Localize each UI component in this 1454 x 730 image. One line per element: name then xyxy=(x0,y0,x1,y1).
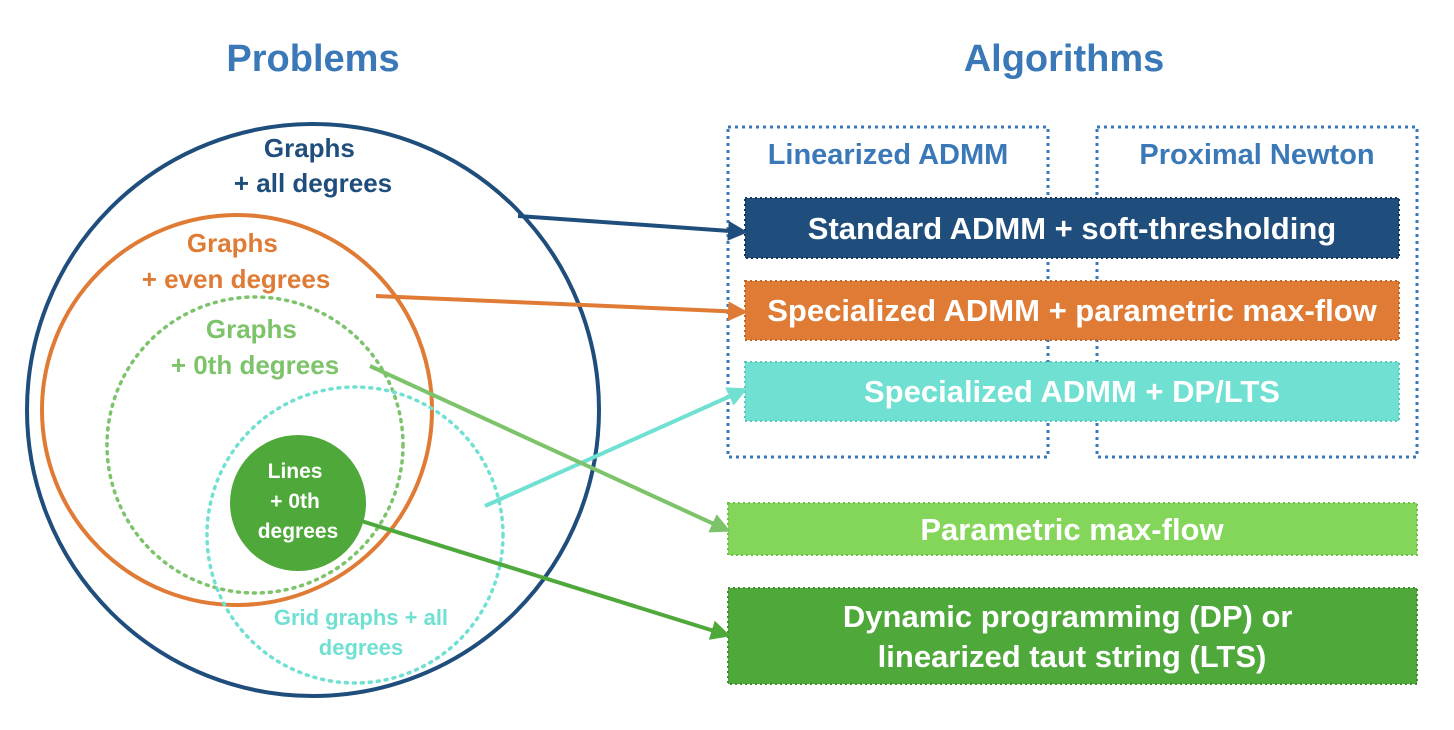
graphs-0th-degrees-label: Graphs + 0th degrees xyxy=(171,314,339,380)
graphs-0th-degrees-set xyxy=(105,295,405,595)
linearized-admm-label: Linearized ADMM xyxy=(768,139,1009,171)
arrow-graphs-all-to-standard-admm xyxy=(517,214,748,241)
graphs-all-degrees-label: Graphs + all degrees xyxy=(234,133,392,198)
problems-header: Problems xyxy=(226,38,399,80)
arrow-grid-to-specialized-dp-lts xyxy=(484,387,748,508)
lines-0th-degrees-label: Lines + 0th degrees xyxy=(258,460,339,543)
dp-lts-box xyxy=(727,587,1418,685)
grid-graphs-all-degrees-set xyxy=(205,385,505,685)
proximal-newton-label: Proximal Newton xyxy=(1139,139,1374,171)
graphs-even-degrees-label: Graphs + even degrees xyxy=(142,228,331,294)
arrow-lines-0th-to-dp-lts xyxy=(354,517,731,640)
lines-0th-degrees-set xyxy=(230,435,366,571)
arrow-graphs-even-to-specialized-maxflow xyxy=(375,294,748,322)
specialized-admm-maxflow-label: Specialized ADMM + parametric max-flow xyxy=(767,293,1377,328)
specialized-admm-dp-lts-label: Specialized ADMM + DP/LTS xyxy=(864,374,1280,409)
algorithms-header: Algorithms xyxy=(964,38,1165,80)
specialized-admm-dp-lts-box xyxy=(744,361,1400,422)
parametric-maxflow-box xyxy=(727,502,1418,556)
parametric-maxflow-label: Parametric max-flow xyxy=(920,512,1224,547)
standard-admm-label: Standard ADMM + soft-thresholding xyxy=(808,211,1336,246)
grid-graphs-all-degrees-label: Grid graphs + all degrees xyxy=(274,605,454,660)
standard-admm-box xyxy=(744,197,1400,259)
arrow-graphs-0th-to-parametric-maxflow xyxy=(369,364,731,533)
graphs-all-degrees-set xyxy=(25,122,601,698)
dp-lts-label: Dynamic programming (DP) or linearized t… xyxy=(843,599,1301,674)
